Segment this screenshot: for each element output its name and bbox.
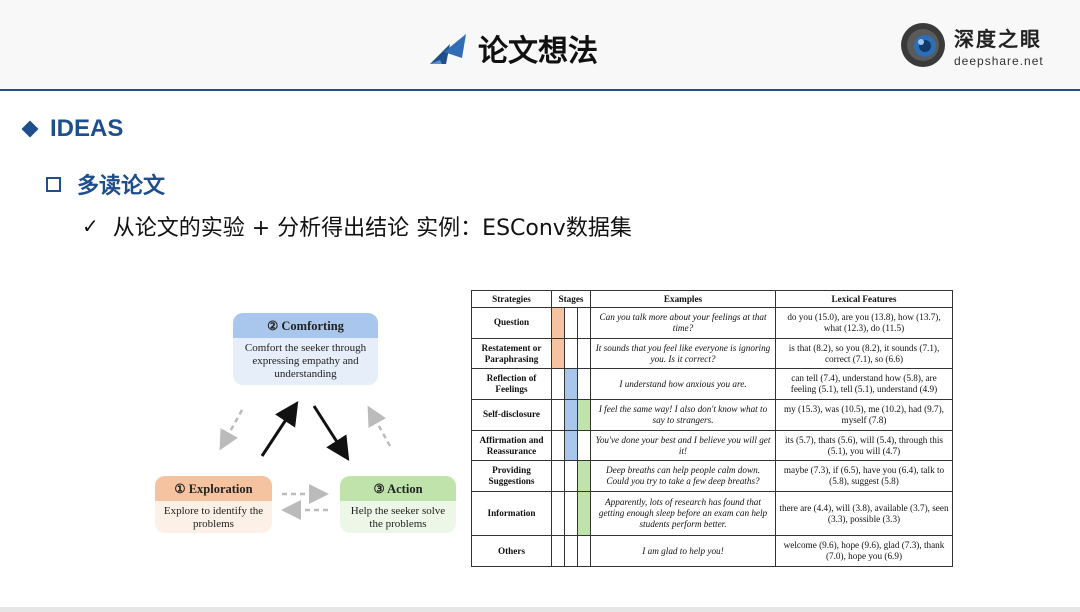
stage-cell — [577, 491, 591, 537]
brand: 深度之眼 deepshare.net — [900, 22, 1044, 68]
stage-cell — [577, 368, 591, 401]
stage-cell — [551, 337, 565, 370]
stage-cell — [551, 429, 565, 462]
square-bullet-icon — [46, 176, 61, 192]
header-divider — [0, 89, 1080, 91]
bullet-level1-text: IDEAS — [50, 115, 124, 142]
stage-arrows — [219, 400, 392, 520]
stage-exploration-body: Explore to identify the problems — [163, 505, 264, 530]
bullet-level3-text: 从论文的实验 + 分析得出结论 实例：ESConv数据集 — [112, 216, 632, 241]
diamond-bullet-icon — [21, 120, 39, 138]
stage-cell — [564, 460, 578, 493]
stage-cell — [564, 491, 578, 537]
table-row: Others I am glad to help you!welcome (9.6… — [471, 535, 953, 567]
stage-exploration: ① Exploration Explore to identify the pr… — [155, 476, 272, 533]
strategy-cell: Providing Suggestions — [471, 460, 552, 493]
features-cell: maybe (7.3), if (6.5), have you (6.4), t… — [775, 460, 953, 493]
example-cell: I feel the same way! I also don't know w… — [590, 399, 776, 431]
title-group: 论文想法 — [428, 28, 598, 69]
arrow-comfort-to-action — [312, 405, 350, 462]
stage-exploration-title: ① Exploration — [155, 476, 272, 501]
stage-cell — [577, 460, 591, 493]
header-lexical-features: Lexical Features — [775, 290, 953, 308]
slide-header — [0, 0, 1080, 89]
features-cell: is that (8.2), so you (8.2), it sounds (… — [775, 337, 953, 370]
example-cell: You've done your best and I believe you … — [590, 429, 776, 462]
example-cell: I understand how anxious you are. — [590, 368, 776, 401]
stage-cell — [564, 535, 578, 567]
bullet-level1: IDEAS — [20, 115, 123, 143]
strategy-cell: Question — [471, 307, 552, 339]
features-cell: welcome (9.6), hope (9.6), glad (7.3), t… — [775, 535, 953, 567]
features-cell: can tell (7.4), understand how (5.8), ar… — [775, 368, 953, 401]
table-row: Restatement or Paraphrasing It sounds tha… — [471, 337, 953, 370]
stage-cell — [551, 307, 565, 339]
features-cell: its (5.7), thats (5.6), will (5.4), thro… — [775, 429, 953, 462]
stage-action-title: ③ Action — [340, 476, 456, 501]
stage-action: ③ Action Help the seeker solve the probl… — [340, 476, 456, 533]
stage-cell — [577, 337, 591, 370]
eye-logo — [901, 23, 945, 67]
bullet-level2-text: 多读论文 — [77, 174, 166, 199]
example-cell: I am glad to help you! — [590, 535, 776, 567]
features-cell: my (15.3), was (10.5), me (10.2), had (9… — [775, 399, 953, 431]
header-strategies: Strategies — [471, 290, 552, 308]
strategy-cell: Reflection of Feelings — [471, 368, 552, 401]
stage-comforting-body: Comfort the seeker through expressing em… — [244, 342, 367, 380]
bullet-level3: ✓ 从论文的实验 + 分析得出结论 实例：ESConv数据集 — [82, 210, 632, 242]
example-cell: Deep breaths can help people calm down. … — [590, 460, 776, 493]
table-row: Question Can you talk more about your fee… — [471, 307, 953, 339]
stage-cell — [551, 368, 565, 401]
strategy-cell: Affirmation and Reassurance — [471, 429, 552, 462]
header-stages: Stages — [551, 290, 591, 308]
bullet-level2: 多读论文 — [46, 168, 165, 200]
stage-cell — [551, 491, 565, 537]
table-row: Information Apparently, lots of research … — [471, 491, 953, 537]
arrow-dashed-right — [367, 405, 392, 447]
features-cell: do you (15.0), are you (13.8), how (13.7… — [775, 307, 953, 339]
checkmark-icon: ✓ — [82, 214, 99, 238]
stage-cell — [564, 399, 578, 431]
strategy-cell: Information — [471, 491, 552, 537]
strategy-cell: Self-disclosure — [471, 399, 552, 431]
arrow-dashed-left — [219, 409, 244, 451]
table-row: Providing Suggestions Deep breaths can he… — [471, 460, 953, 493]
table-row: Reflection of Feelings I understand how a… — [471, 368, 953, 401]
example-cell: Can you talk more about your feelings at… — [590, 307, 776, 339]
example-cell: Apparently, lots of research has found t… — [590, 491, 776, 537]
stage-cell — [551, 460, 565, 493]
stage-comforting: ② Comforting Comfort the seeker through … — [233, 313, 378, 385]
stage-cell — [564, 337, 578, 370]
stage-cell — [551, 399, 565, 431]
stage-cell — [564, 307, 578, 339]
example-cell: It sounds that you feel like everyone is… — [590, 337, 776, 370]
brand-name-en: deepshare.net — [954, 53, 1044, 68]
stage-comforting-title: ② Comforting — [233, 313, 378, 338]
footer-bar — [0, 607, 1080, 612]
stage-cell — [564, 429, 578, 462]
brand-name-cn: 深度之眼 — [954, 26, 1042, 51]
strategy-cell: Restatement or Paraphrasing — [471, 337, 552, 370]
strategy-cell: Others — [471, 535, 552, 567]
strategy-table: Strategies Stages Examples Lexical Featu… — [471, 290, 953, 567]
table-header-row: Strategies Stages Examples Lexical Featu… — [471, 290, 953, 308]
stage-cell — [577, 429, 591, 462]
features-cell: there are (4.4), will (3.8), available (… — [775, 491, 953, 537]
page-title: 论文想法 — [478, 34, 598, 69]
stage-cell — [551, 535, 565, 567]
table-row: Affirmation and Reassurance You've done y… — [471, 429, 953, 462]
header-examples: Examples — [590, 290, 776, 308]
stage-cell — [577, 399, 591, 431]
stage-cell — [577, 307, 591, 339]
table-row: Self-disclosure I feel the same way! I al… — [471, 399, 953, 431]
arrow-explore-to-comfort — [260, 400, 299, 457]
stage-cell — [564, 368, 578, 401]
stage-action-body: Help the seeker solve the problems — [350, 505, 446, 530]
stage-cell — [577, 535, 591, 567]
double-triangle-icon — [430, 34, 466, 64]
